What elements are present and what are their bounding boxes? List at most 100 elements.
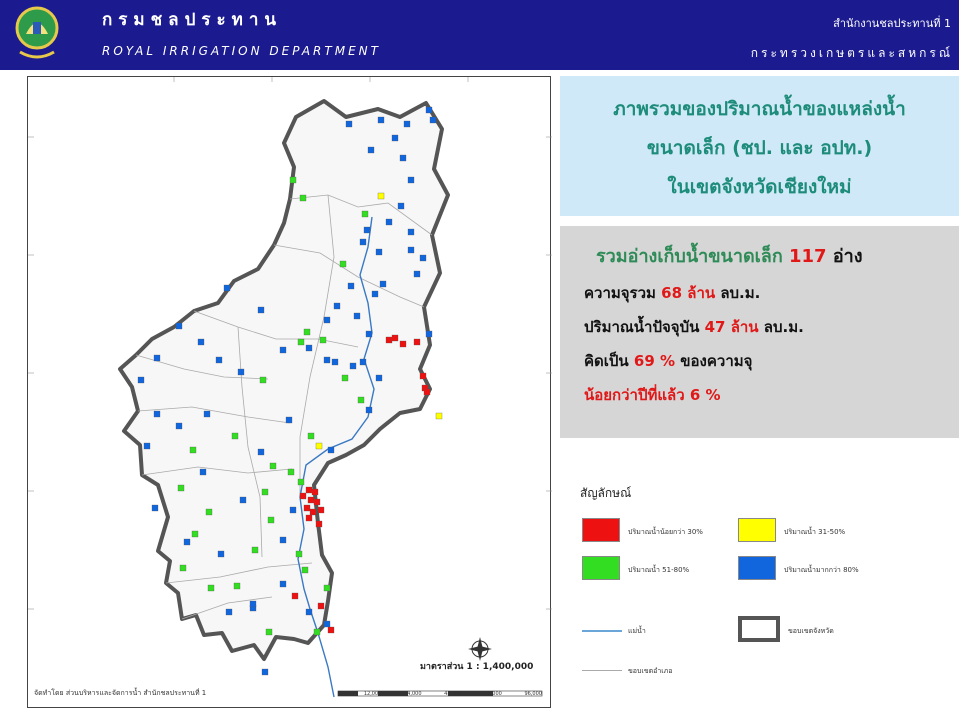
- reservoir-marker: [429, 116, 437, 124]
- reservoir-marker: [435, 412, 443, 420]
- legend-label-green: ปริมาณน้ำ 51-80%: [628, 566, 690, 574]
- reservoir-marker: [199, 468, 207, 476]
- reservoir-marker: [249, 600, 257, 608]
- reservoir-marker: [299, 194, 307, 202]
- legend-swatch-yellow: [738, 518, 776, 542]
- reservoir-marker: [225, 608, 233, 616]
- reservoir-marker: [295, 550, 303, 558]
- map-canvas: [28, 77, 552, 698]
- reservoir-marker: [299, 492, 307, 500]
- legend-district-label: ขอบเขตอำเภอ: [628, 667, 673, 675]
- reservoir-marker: [257, 306, 265, 314]
- reservoir-marker: [153, 354, 161, 362]
- reservoir-marker: [391, 334, 399, 342]
- reservoir-marker: [297, 338, 305, 346]
- reservoir-marker: [391, 134, 399, 142]
- reservoir-marker: [313, 498, 321, 506]
- reservoir-count: 117: [789, 246, 827, 267]
- reservoir-marker: [313, 628, 321, 636]
- reservoir-marker: [331, 358, 339, 366]
- reservoir-marker: [265, 628, 273, 636]
- reservoir-marker: [353, 312, 361, 320]
- legend-province-swatch: [738, 616, 780, 642]
- reservoir-marker: [407, 176, 415, 184]
- reservoir-marker: [143, 442, 151, 450]
- reservoir-marker: [285, 416, 293, 424]
- reservoir-marker: [371, 290, 379, 298]
- reservoir-marker: [319, 336, 327, 344]
- percent-row: คิดเป็น 69 % ของความจุ: [584, 344, 959, 378]
- reservoir-marker: [317, 602, 325, 610]
- scale-tick: 0: [338, 691, 342, 697]
- reservoir-marker: [425, 106, 433, 114]
- reservoir-marker: [267, 516, 275, 524]
- reservoir-marker: [323, 356, 331, 364]
- reservoir-marker: [363, 226, 371, 234]
- reservoir-marker: [183, 538, 191, 546]
- reservoir-marker: [315, 442, 323, 450]
- reservoir-marker: [423, 388, 431, 396]
- reservoir-marker: [137, 376, 145, 384]
- reservoir-marker: [419, 372, 427, 380]
- reservoir-marker: [223, 284, 231, 292]
- reservoir-marker: [413, 270, 421, 278]
- org-name-english: ROYAL IRRIGATION DEPARTMENT: [102, 44, 381, 58]
- reservoir-marker: [367, 146, 375, 154]
- reservoir-marker: [303, 328, 311, 336]
- reservoir-marker: [323, 620, 331, 628]
- reservoir-marker: [341, 374, 349, 382]
- title-line-2: ขนาดเล็ก (ชป. และ อปท.): [646, 137, 873, 159]
- reservoir-marker: [261, 668, 269, 676]
- reservoir-marker: [303, 504, 311, 512]
- legend-panel: สัญลักษณ์ ปริมาณน้ำน้อยกว่า 30% ปริมาณน้…: [572, 478, 952, 708]
- reservoir-marker: [203, 410, 211, 418]
- north-arrow-icon: [468, 637, 492, 661]
- reservoir-marker: [407, 246, 415, 254]
- reservoir-marker: [279, 346, 287, 354]
- reservoir-marker: [407, 228, 415, 236]
- scale-ticks: 0 12,000 24,000 48,000 72,000 96,000: [338, 691, 542, 697]
- current-volume-label: ปริมาณน้ำปัจจุบัน: [584, 318, 705, 336]
- summary-heading-text: รวมอ่างเก็บน้ำขนาดเล็ก: [596, 246, 789, 267]
- reservoir-marker: [397, 202, 405, 210]
- legend-district-line: [582, 670, 622, 671]
- legend-swatch-green: [582, 556, 620, 580]
- reservoir-marker: [175, 422, 183, 430]
- reservoir-marker: [279, 536, 287, 544]
- reservoir-marker: [309, 508, 317, 516]
- current-volume-unit: ลบ.ม.: [758, 318, 804, 336]
- reservoir-marker: [347, 282, 355, 290]
- reservoir-marker: [305, 608, 313, 616]
- reservoir-marker: [315, 520, 323, 528]
- province-map: มาตราส่วน 1 : 1,400,000 0 12,000 24,000 …: [27, 76, 552, 708]
- percent-label: คิดเป็น: [584, 352, 634, 370]
- percent-suffix: ของความจุ: [675, 352, 753, 370]
- rid-logo-icon: [15, 6, 59, 59]
- reservoir-marker: [311, 488, 319, 496]
- reservoir-marker: [287, 468, 295, 476]
- reservoir-marker: [151, 504, 159, 512]
- reservoir-marker: [323, 316, 331, 324]
- reservoir-marker: [375, 374, 383, 382]
- percent-value: 69 %: [633, 352, 676, 370]
- legend-swatch-red: [582, 518, 620, 542]
- reservoir-marker: [301, 566, 309, 574]
- scale-tick: 12,000: [363, 691, 382, 697]
- capacity-value: 68 ล้าน: [661, 284, 716, 302]
- scale-tick: 48,000: [444, 691, 462, 697]
- reservoir-marker: [361, 210, 369, 218]
- reservoir-marker: [305, 514, 313, 522]
- reservoir-marker: [153, 410, 161, 418]
- current-volume-row: ปริมาณน้ำปัจจุบัน 47 ล้าน ลบ.ม.: [584, 310, 959, 344]
- reservoir-marker: [365, 330, 373, 338]
- reservoir-marker: [289, 506, 297, 514]
- legend-province-label: ขอบเขตจังหวัด: [788, 627, 834, 635]
- reservoir-marker: [191, 530, 199, 538]
- reservoir-marker: [207, 584, 215, 592]
- reservoir-marker: [233, 582, 241, 590]
- reservoir-marker: [239, 496, 247, 504]
- title-panel: ภาพรวมของปริมาณน้ำของแหล่งน้ำ ขนาดเล็ก (…: [560, 76, 959, 216]
- reservoir-marker: [261, 488, 269, 496]
- reservoir-markers: [137, 106, 443, 676]
- reservoir-marker: [327, 626, 335, 634]
